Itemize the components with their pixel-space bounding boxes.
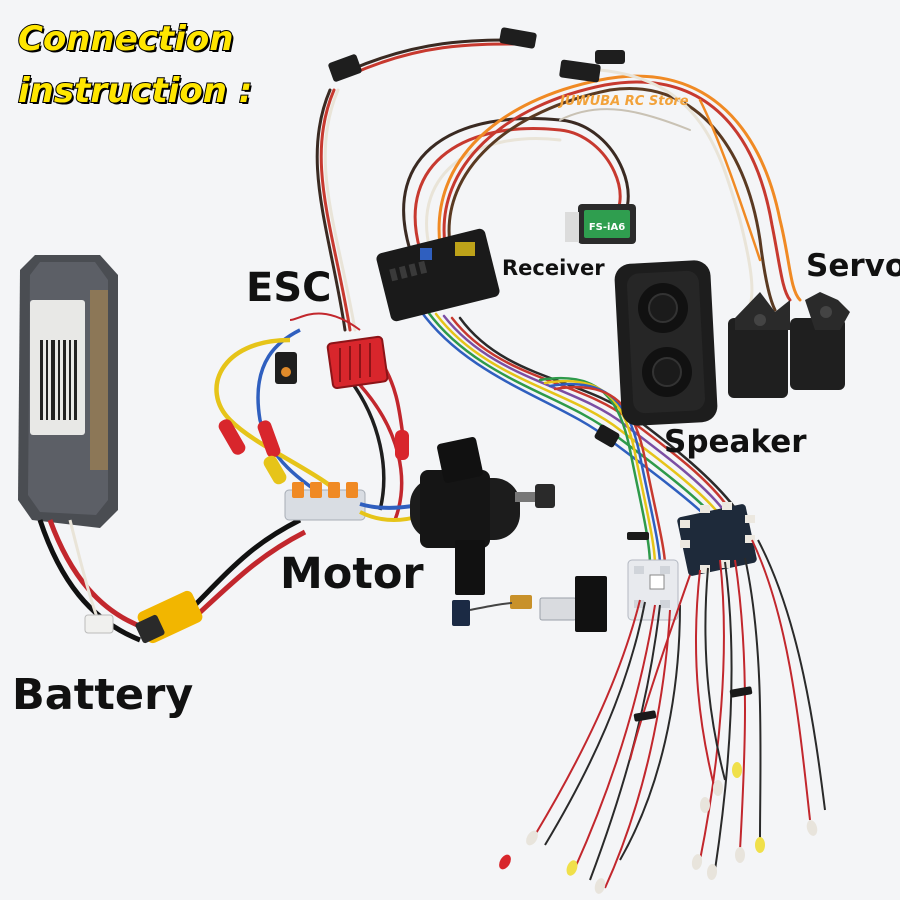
instruction-title-line2: instruction :: [17, 71, 253, 111]
cable-ties: [627, 532, 753, 722]
motor: [410, 437, 555, 595]
esc-label: ESC: [246, 265, 332, 311]
xt60-connector: [135, 517, 307, 644]
speaker: [614, 260, 718, 426]
receiver-hub: [376, 228, 500, 322]
esc-unit: [214, 312, 409, 521]
radio-receiver: FS-iA6: [565, 204, 636, 244]
receiver-model-text: FS-iA6: [589, 222, 625, 233]
servo-label: Servo: [806, 248, 900, 284]
led-controller-boards: [627, 502, 757, 621]
motor-label: Motor: [280, 549, 424, 599]
battery-pack: [18, 255, 146, 643]
switch-board: [452, 576, 607, 632]
receiver-label: Receiver: [502, 256, 605, 280]
servo-left: [728, 292, 790, 398]
battery-label: Battery: [12, 670, 194, 720]
harness-wires: [315, 27, 802, 332]
store-watermark: JUWUBA RC Store: [560, 94, 689, 109]
speaker-label: Speaker: [664, 424, 807, 460]
instruction-title-line1: Connection: [17, 19, 234, 59]
servo-right: [790, 292, 850, 390]
led-bulbs: [499, 762, 818, 894]
led-leads: [534, 539, 826, 889]
lever-connector: [284, 482, 421, 523]
